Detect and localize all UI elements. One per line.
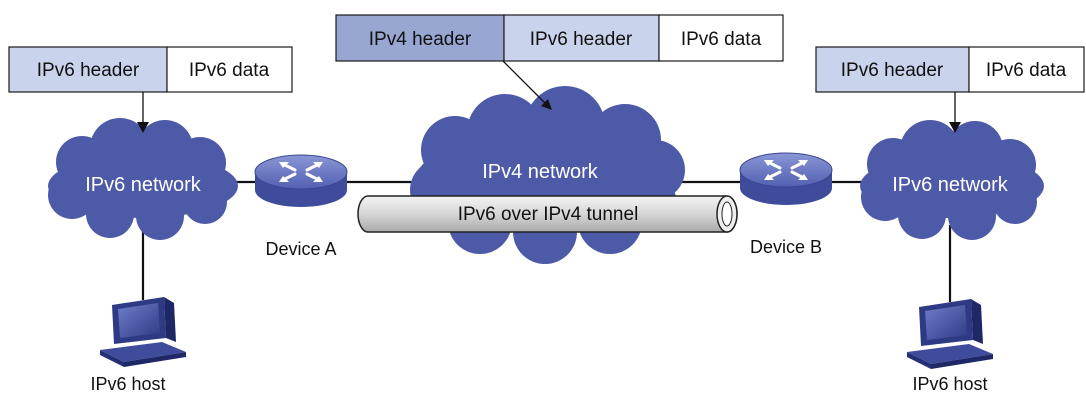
packet-center-ipv6-header-text: IPv6 header [530,29,633,50]
arrow-center-packet-to-cloud [502,60,549,107]
packet-left-data-text: IPv6 data [189,60,270,81]
packet-center: IPv4 header IPv6 header IPv6 data [335,14,784,62]
host-left-computer-icon [100,297,186,367]
cloud-label-ipv4: IPv4 network [482,161,599,183]
packet-center-data [658,14,784,62]
arrows [137,60,961,133]
host-right-computer-icon [907,299,993,369]
device-a-label: Device A [265,239,336,259]
packet-right-data [968,46,1085,93]
tunnel-label: IPv6 over IPv4 tunnel [458,204,639,225]
packet-right: IPv6 header IPv6 data [815,46,1085,93]
packet-right-data-text: IPv6 data [986,60,1067,81]
packet-left-header [8,46,168,93]
device-a-router-icon [254,154,348,207]
host-left-label: IPv6 host [90,374,165,394]
cloud-label-ipv6-right: IPv6 network [892,174,1009,196]
packet-center-ipv4-header-text: IPv4 header [369,29,472,50]
packet-left: IPv6 header IPv6 data [8,46,293,93]
device-b-router-icon [739,152,833,205]
packet-right-header-text: IPv6 header [841,60,944,81]
packet-center-ipv6-header [503,14,660,62]
cloud-ipv6-left: IPv6 network [48,118,238,240]
cloud-ipv6-right: IPv6 network [860,120,1044,240]
cloud-ipv4-center: IPv4 network [410,86,685,264]
packet-right-header [815,46,970,93]
device-b-label: Device B [750,237,822,257]
tunnel: IPv6 over IPv4 tunnel [357,195,738,233]
packet-left-data [166,46,293,93]
host-right-label: IPv6 host [912,374,987,394]
packet-center-data-text: IPv6 data [681,29,762,50]
cloud-label-ipv6-left: IPv6 network [85,174,202,196]
packet-left-header-text: IPv6 header [37,60,140,81]
